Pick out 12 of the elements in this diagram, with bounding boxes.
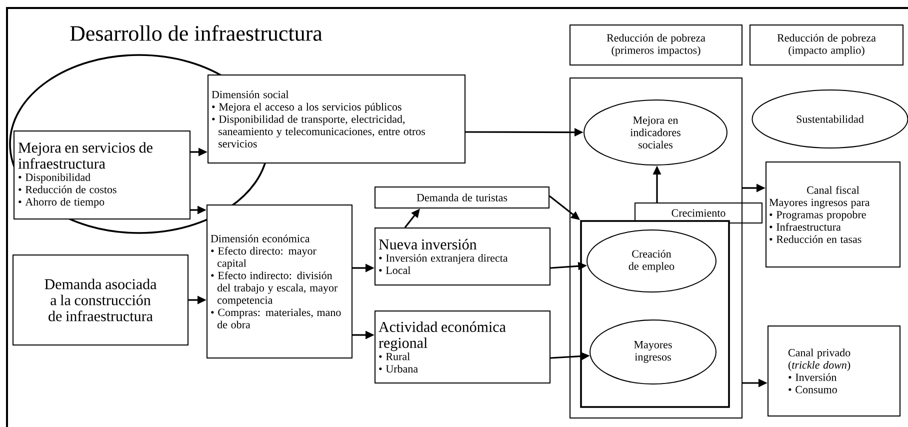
header-box: Reducción de pobreza (impacto amplio): [750, 24, 904, 66]
process-box: Mejora en servicios de infraestructura • Disponibilidad • Reducción de costos • Ahorro de tiempo: [14, 130, 190, 220]
process-box: Demanda de turistas: [374, 186, 550, 208]
header-box: Reducción de pobreza (primeros impactos): [570, 24, 742, 66]
process-box: Nueva inversión • Inversión extranjera directa • Local: [374, 228, 550, 286]
process-box: Dimensión económica • Efecto directo: mayor capital • Efecto indirecto: división del trabajo y escala, mayor competencia • Compras: materiales, mano de obra: [206, 204, 352, 358]
process-box: Canal fiscal Mayores ingresos para • Programas propobre • Infraestructura • Reducción en tasas: [766, 162, 900, 268]
process-box: Actividad económica regional • Rural • Urbana: [374, 310, 550, 384]
title: Desarrollo de infraestructura: [70, 25, 322, 41]
process-box: Demanda asociada a la construcción de infraestructura: [12, 254, 188, 346]
process-box: Canal privado (trickle down) • Inversión • Consumo: [768, 326, 900, 416]
process-box: Dimensión social • Mejora el acceso a los servicios públicos • Disponibilidad de transporte, electricidad, saneamiento y telecomunicaciones, entre otros servicios: [208, 74, 466, 164]
